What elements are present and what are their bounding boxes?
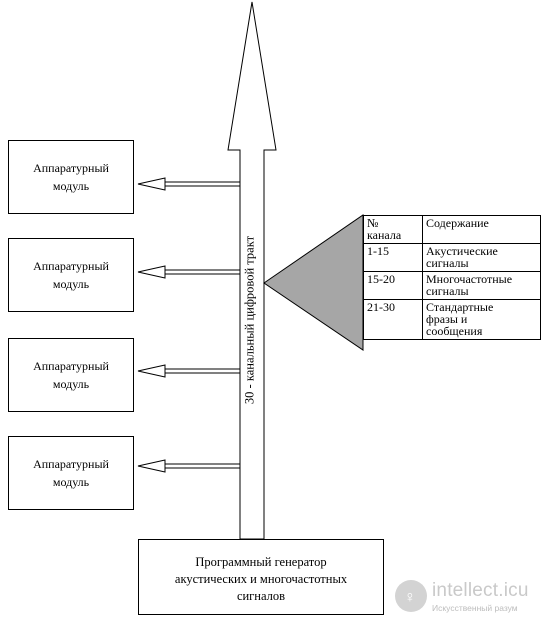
row-3-content-line1: Стандартные [426,300,494,314]
generator-line3: сигналов [236,588,286,603]
branch-arrow-4 [137,459,241,473]
module-4-line1: Аппаратурный [33,457,109,471]
watermark-tagline: Искусственный разум [432,603,518,613]
branch-arrow-3 [137,364,241,378]
header-channel-line1: № [367,216,379,230]
module-1-line2: модуль [52,179,90,193]
row-3-content: Стандартные фразы и сообщения [422,299,541,340]
branch-arrow-2 [137,265,241,279]
trunk-label-text: 30 - канальный цифровой тракт [242,235,257,405]
row-3-content-line3: сообщения [426,324,483,338]
module-3-line2: модуль [52,377,90,391]
hardware-module-2: Аппаратурный модуль [8,238,134,312]
trunk-arrow [227,1,277,540]
row-1-content-line1: Акустические [426,244,498,258]
table-header-row: № канала Содержание [363,215,541,244]
row-2-content-line2: сигналы [426,284,469,298]
module-4-line2: модуль [52,475,90,489]
row-2-content: Многочастотные сигналы [422,271,541,300]
row-1-content: Акустические сигналы [422,243,541,272]
generator-line2: акустических и многочастотных [174,571,348,586]
watermark-logo-text: intellect.icu [432,580,529,601]
row-2-channels: 15-20 [363,271,423,300]
table-row: 15-20 Многочастотные сигналы [363,271,541,300]
generator-line1: Программный генератор [195,554,327,569]
module-2-line2: модуль [52,277,90,291]
row-1-content-line2: сигналы [426,256,469,270]
branch-arrow-1 [137,177,241,191]
watermark-logo-circle [395,580,427,612]
row-3-channels: 21-30 [363,299,423,340]
table-row: 21-30 Стандартные фразы и сообщения [363,299,541,340]
header-content-cell: Содержание [422,215,541,244]
row-2-content-line1: Многочастотные [426,272,513,286]
module-1-line1: Аппаратурный [33,161,109,175]
hardware-module-1: Аппаратурный модуль [8,140,134,214]
hardware-module-3: Аппаратурный модуль [8,338,134,412]
row-1-channels: 1-15 [363,243,423,272]
table-row: 1-15 Акустические сигналы [363,243,541,272]
watermark-logo-icon: ♀ [404,589,416,606]
header-channel-line2: канала [367,228,402,242]
header-channel-cell: № канала [363,215,423,244]
module-2-line1: Аппаратурный [33,259,109,273]
generator-box: Программный генератор акустических и мно… [138,539,384,615]
row-3-content-line2: фразы и [426,312,468,326]
table-pointer-triangle [263,214,364,351]
watermark: intellect.icu Искусственный разум [392,576,542,620]
channel-table: № канала Содержание 1-15 Акустические си… [363,215,541,340]
module-3-line1: Аппаратурный [33,359,109,373]
hardware-module-4: Аппаратурный модуль [8,436,134,510]
